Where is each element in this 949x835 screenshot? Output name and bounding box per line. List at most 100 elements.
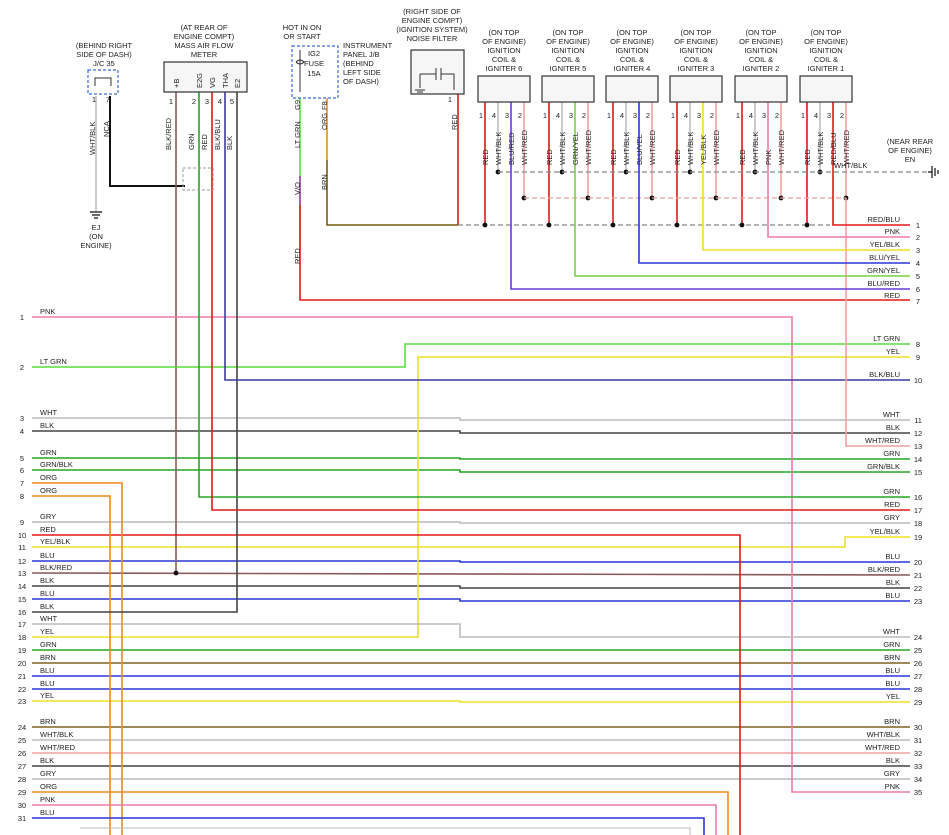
coil-1-box bbox=[799, 75, 853, 103]
jb-red bbox=[299, 176, 910, 301]
maf-pin-name: VG bbox=[208, 77, 217, 88]
left-connector-pin: 16 bbox=[18, 608, 26, 617]
right-wire-label: RED bbox=[884, 500, 900, 509]
left-connector-pin: 1 bbox=[20, 313, 24, 322]
coil-wire-label: BLU/RED bbox=[507, 132, 516, 165]
noise-filter-pin: 1 bbox=[448, 95, 452, 104]
right-wire-label: YEL/BLK bbox=[870, 527, 900, 536]
ground-en-label: (NEAR REAR bbox=[887, 137, 934, 146]
left-connector-pin: 18 bbox=[18, 633, 26, 642]
junction-block-text: (BEHIND bbox=[343, 59, 374, 68]
coil-pin-number: 4 bbox=[492, 111, 496, 120]
coil-wire-label: BLU/YEL bbox=[635, 134, 644, 165]
coil-2-heading: IGNITER 2 bbox=[743, 64, 780, 73]
left-connector-pin: 22 bbox=[18, 685, 26, 694]
right-wire-label: YEL bbox=[886, 347, 900, 356]
coil-1-heading: COIL & bbox=[814, 55, 838, 64]
jc35-pin-1: 1 bbox=[92, 95, 96, 104]
coil-trigger-wire bbox=[638, 102, 910, 264]
coil-wire-label: WHT/RED bbox=[520, 129, 529, 165]
right-connector-pin: 31 bbox=[914, 736, 922, 745]
ground-ej-label: EJ bbox=[92, 223, 101, 232]
right-connector-pin: 3 bbox=[916, 246, 920, 255]
wire-wht-red bbox=[845, 198, 910, 447]
right-connector-pin: 6 bbox=[916, 285, 920, 294]
jb-wire-org: ORG bbox=[320, 113, 329, 130]
jc35-wire-label: WHT/BLK bbox=[88, 122, 97, 155]
coil-5-heading: OF ENGINE) bbox=[546, 37, 590, 46]
maf-grn bbox=[198, 92, 910, 498]
coil-wire-label: WHT/BLK bbox=[816, 132, 825, 165]
coil-4-heading: COIL & bbox=[620, 55, 644, 64]
maf-pin-name: +B bbox=[172, 79, 181, 88]
jc35-bridge bbox=[94, 77, 112, 86]
junction-block-text: OF DASH) bbox=[343, 77, 379, 86]
coil-wire-label: RED bbox=[738, 149, 747, 165]
noise-filter-heading: (RIGHT SIDE OF bbox=[403, 7, 461, 16]
coil-wire-label: RED bbox=[803, 149, 812, 165]
maf-pin-number: 4 bbox=[218, 97, 222, 106]
maf-heading: MASS AIR FLOW bbox=[174, 41, 234, 50]
right-wire-label: BLU bbox=[885, 591, 900, 600]
left-wire-label: WHT bbox=[40, 408, 57, 417]
right-connector-pin: 30 bbox=[914, 723, 922, 732]
left-wire-label: BLK/RED bbox=[40, 563, 73, 572]
through-wire bbox=[32, 457, 910, 460]
coil-5-heading: COIL & bbox=[556, 55, 580, 64]
maf-pin-number: 1 bbox=[169, 97, 173, 106]
through-wire bbox=[32, 598, 910, 602]
coil-2-heading: IGNITION bbox=[744, 46, 777, 55]
splice-dot bbox=[739, 222, 745, 228]
right-connector-pin: 4 bbox=[916, 259, 920, 268]
coil-6-heading: OF ENGINE) bbox=[482, 37, 526, 46]
right-connector-pin: 29 bbox=[914, 698, 922, 707]
jb-pin-f8: F8 bbox=[320, 101, 329, 110]
coil-6-box bbox=[477, 75, 531, 103]
splice-dot bbox=[482, 222, 488, 228]
left-wire-label: WHT/BLK bbox=[40, 730, 73, 739]
left-connector-pin: 10 bbox=[18, 531, 26, 540]
coil-wire-label: RED bbox=[673, 149, 682, 165]
left-wire-label: YEL bbox=[40, 691, 54, 700]
through-wire bbox=[32, 469, 910, 473]
wire-blk-red bbox=[31, 572, 911, 576]
noise-filter-wire: RED bbox=[450, 114, 459, 130]
coil-wire-label: RED bbox=[545, 149, 554, 165]
coil-pin-number: 2 bbox=[518, 111, 522, 120]
right-wire-label: WHT bbox=[883, 410, 900, 419]
wire-org bbox=[32, 495, 111, 835]
coil-6-heading: IGNITER 6 bbox=[486, 64, 523, 73]
left-connector-pin: 11 bbox=[18, 543, 26, 552]
left-wire-label: BLK bbox=[40, 602, 54, 611]
coil-wire-label: WHT/BLK bbox=[751, 132, 760, 165]
maf-wire-label: BLK/RED bbox=[164, 117, 173, 150]
coil-trigger-wire bbox=[702, 102, 910, 251]
right-connector-pin: 13 bbox=[914, 442, 922, 451]
wire-gry bbox=[80, 827, 691, 835]
wire-pnk bbox=[32, 804, 717, 835]
jb-brn bbox=[326, 160, 458, 226]
coil-wire-label: RED bbox=[609, 149, 618, 165]
ground-en-label: EN bbox=[905, 155, 915, 164]
coil-2-box bbox=[734, 75, 788, 103]
coil-wire-label: WHT/RED bbox=[777, 129, 786, 165]
coil-pin-number: 3 bbox=[633, 111, 637, 120]
coil-wire-label: WHT/BLK bbox=[686, 132, 695, 165]
left-wire-label: ORG bbox=[40, 473, 57, 482]
fuse-hot-text: OR START bbox=[283, 32, 321, 41]
ground-icon bbox=[928, 166, 939, 178]
right-connector-pin: 33 bbox=[914, 762, 922, 771]
coil-pin-number: 2 bbox=[710, 111, 714, 120]
maf-pin-number: 3 bbox=[205, 97, 209, 106]
left-connector-pin: 19 bbox=[18, 646, 26, 655]
capacitor-icon bbox=[415, 68, 455, 93]
coil-wire-label: WHT/BLK bbox=[494, 132, 503, 165]
noise-filter-heading: (IGNITION SYSTEM) bbox=[396, 25, 468, 34]
junction-block-text: LEFT SIDE bbox=[343, 68, 381, 77]
coil-6-heading: COIL & bbox=[492, 55, 516, 64]
left-wire-label: BLK bbox=[40, 576, 54, 585]
right-wire-label: BLK bbox=[886, 756, 900, 765]
coil-wire-label: WHT/BLK bbox=[622, 132, 631, 165]
left-connector-pin: 14 bbox=[18, 582, 26, 591]
coil-4-heading: (ON TOP bbox=[617, 28, 648, 37]
